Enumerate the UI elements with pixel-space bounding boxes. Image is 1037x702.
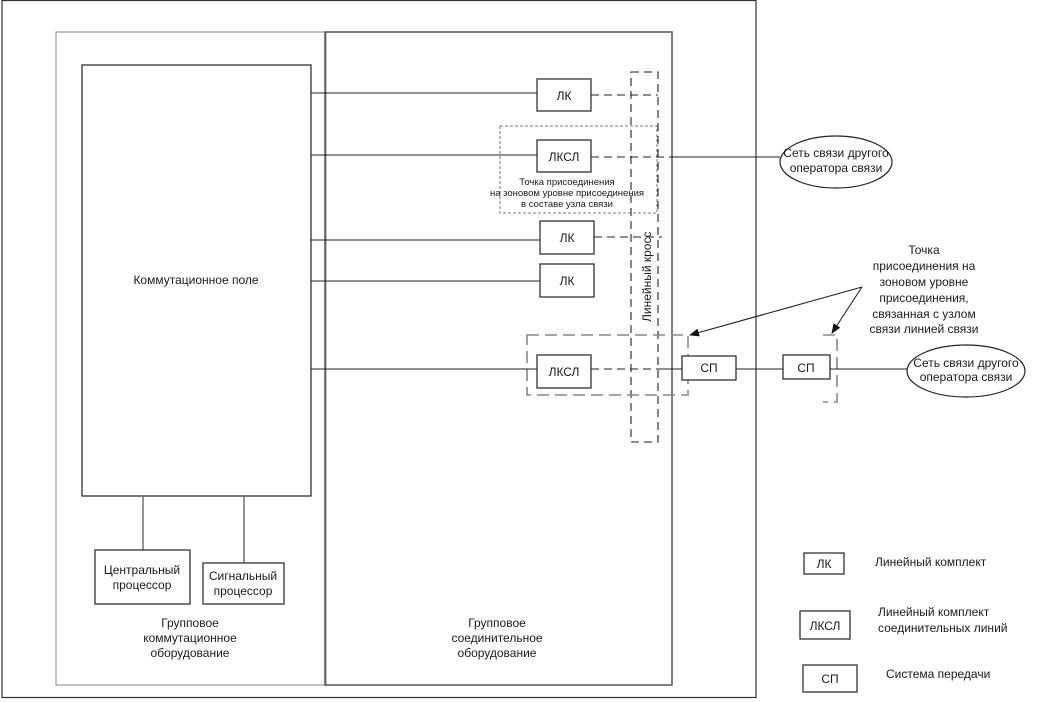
other-network-bottom-label-1: Сеть связи другого [913,356,1019,370]
lk3-box [539,263,595,298]
outer-frame [1,0,757,699]
legend: ЛК Линейный комплект ЛКСЛ Линейный компл… [799,552,1007,693]
legend-lk-box [803,552,845,575]
arrow-to-point-2 [831,286,863,334]
outer-point-note-4: присоединения, [879,291,968,305]
lk3-label: ЛК [560,274,575,288]
outer-point-note-5: связанная с узлом [872,307,975,321]
inner-point-note-2: на зоновом уровне присоединения [490,188,644,199]
line-cross-frame [630,71,659,443]
lksl2-box [536,354,592,389]
inner-point-note-3: в составе узла связи [521,199,613,210]
arrow-to-point-1 [689,286,863,337]
legend-lksl-text-2: соединительных линий [878,621,1007,635]
lksl1-box [536,139,592,173]
outer-point-note-6: связи линией связи [870,322,979,336]
legend-lksl-abbr: ЛКСЛ [810,619,841,633]
other-operator-network-top [779,135,893,189]
other-network-top-label-1: Сеть связи другого [783,146,889,160]
group-connecting-label-2: соединительное [451,631,542,645]
legend-lksl-text-1: Линейный комплект [878,605,990,619]
legend-lksl-box [799,610,851,640]
legend-lk-text: Линейный комплект [875,555,987,569]
lksl1-label: ЛКСЛ [549,150,580,164]
legend-lk-abbr: ЛК [817,557,832,571]
legend-sp-box [802,664,858,693]
outer-point-note-3: зоновом уровне [880,275,969,289]
lk1-box [536,78,592,112]
lk1-label: ЛК [557,89,572,103]
signal-processor-label-2: процессор [214,584,273,598]
group-switching-label-3: оборудование [151,646,230,660]
signal-processor-label-1: Сигнальный [209,569,277,583]
group-connecting-label-3: оборудование [458,646,537,660]
legend-sp-abbr: СП [821,672,838,686]
lk2-box [539,220,595,255]
group-connecting-equipment-frame [324,31,673,686]
switching-field-box [81,64,312,497]
sp1-box [681,355,737,381]
group-switching-label-2: коммутационное [143,631,237,645]
group-connecting-label-1: Групповое [468,616,526,630]
central-processor-label-1: Центральный [104,563,180,577]
sp2-label: СП [797,361,814,375]
lk2-label: ЛК [560,231,575,245]
switching-field-label: Коммутационное поле [133,273,258,287]
lksl2-label: ЛКСЛ [549,365,580,379]
group-switching-label-1: Групповое [161,616,219,630]
other-operator-network-bottom [906,344,1026,398]
line-cross-label: Линейный кросс [640,232,654,322]
signal-processor-box [202,562,285,605]
outer-point-note-1: Точка [908,243,940,257]
sp2-box [782,354,831,380]
other-network-bottom-label-2: оператора связи [920,370,1013,384]
central-processor-box [94,549,191,605]
group-switching-equipment-frame [55,31,327,686]
legend-sp-text: Система передачи [886,667,990,681]
other-network-top-label-2: оператора связи [790,161,883,175]
central-processor-label-2: процессор [113,578,172,592]
outer-point-note-2: присоединения на [873,259,976,273]
sp1-label: СП [700,361,717,375]
inner-point-frame [499,125,658,214]
outer-point-frame-1 [526,334,689,396]
inner-point-note-1: Точка присоединения [519,177,614,188]
